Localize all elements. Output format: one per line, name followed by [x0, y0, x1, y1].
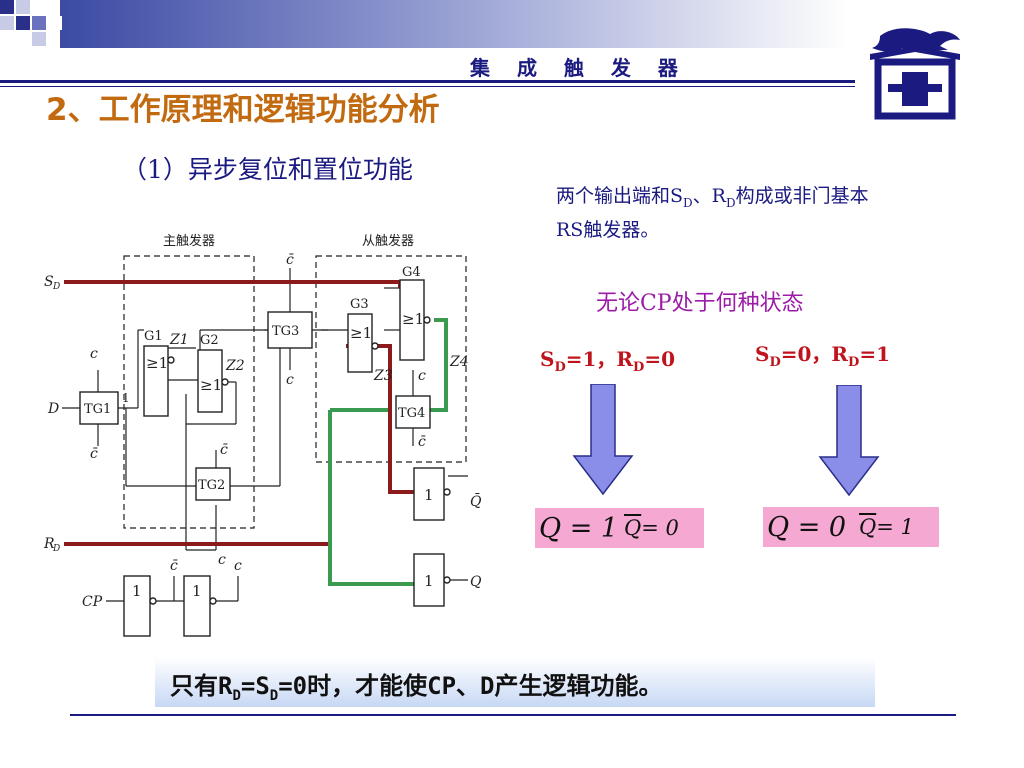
svg-text:c: c: [418, 368, 426, 384]
svg-text:R: R: [43, 536, 55, 552]
svg-text:c̄: c̄: [220, 442, 228, 458]
svg-text:Z4: Z4: [449, 354, 469, 370]
gate-g1: [143, 345, 169, 417]
svg-text:G2: G2: [200, 333, 219, 348]
case-1-q-value: Q = 1: [535, 508, 627, 548]
green-z4-wire: [430, 318, 448, 412]
svg-text:Z3: Z3: [373, 368, 393, 384]
svg-text:G4: G4: [402, 265, 421, 280]
svg-text:≥1: ≥1: [402, 310, 424, 328]
svg-text:TG4: TG4: [398, 406, 425, 421]
svg-text:1: 1: [122, 391, 130, 405]
gate-g2: [197, 349, 223, 413]
svg-text:D: D: [52, 282, 60, 292]
svg-text:Q: Q: [470, 574, 482, 590]
description-text: 两个输出端和SD、RD构成或非门基本RS触发器。: [556, 185, 869, 241]
down-arrow-icon: [572, 384, 634, 496]
svg-text:≥1: ≥1: [146, 354, 168, 372]
svg-text:Z2: Z2: [225, 358, 245, 374]
master-flipflop-box: [123, 255, 255, 529]
svg-text:TG2: TG2: [198, 478, 225, 493]
svg-text:≥1: ≥1: [350, 324, 372, 342]
footer-rule: [70, 714, 956, 716]
note-text: 只有RD=SD=0时，才能使CP、D产生逻辑功能。: [170, 672, 663, 704]
svg-text:c: c: [286, 372, 294, 388]
slave-flipflop-label: 从触发器: [362, 233, 414, 249]
svg-text:Q̄: Q̄: [470, 492, 482, 510]
header-title: 集 成 触 发 器: [470, 56, 688, 80]
svg-text:≥1: ≥1: [200, 376, 222, 394]
case-1-qbar-value: Q = 0: [620, 508, 704, 548]
sd-wire: [64, 280, 402, 288]
dragon-book-logo-icon: [870, 28, 960, 120]
svg-text:G3: G3: [350, 297, 369, 312]
svg-text:TG3: TG3: [272, 324, 299, 339]
not-gate-cp-2: [183, 575, 211, 637]
svg-text:c: c: [218, 552, 226, 568]
green-q-wire: [328, 410, 414, 586]
master-slave-flipflop-circuit: 主触发器 从触发器: [43, 233, 482, 637]
tgate-tg4: [395, 395, 431, 429]
svg-text:c̄: c̄: [170, 558, 178, 574]
header-gradient-band: [60, 0, 850, 48]
corner-squares-icon: [0, 0, 62, 46]
case-1-label: SD=1，RD=0: [540, 347, 676, 375]
master-flipflop-label: 主触发器: [163, 233, 215, 249]
tgate-tg3: [267, 311, 313, 349]
svg-text:1: 1: [424, 486, 434, 504]
case-2-label: SD=0，RD=1: [755, 342, 891, 370]
gate-g3: [347, 313, 373, 373]
slide-title: 2、工作原理和逻辑功能分析: [46, 92, 440, 128]
tgate-tg2: [195, 467, 231, 501]
svg-text:TG1: TG1: [84, 402, 111, 417]
note-box: [155, 657, 875, 707]
svg-text:CP: CP: [82, 594, 103, 610]
svg-text:G1: G1: [144, 329, 163, 344]
svg-text:c: c: [90, 346, 98, 362]
svg-text:S: S: [44, 274, 54, 290]
case-2-q-value: Q = 0: [763, 507, 861, 547]
svg-text:c̄: c̄: [90, 446, 98, 462]
condition-text: 无论CP处于何种状态: [596, 291, 804, 316]
header-rule-thin: [0, 86, 855, 87]
not-gate-cp-1: [123, 575, 151, 637]
svg-text:D: D: [47, 401, 59, 417]
svg-text:1: 1: [132, 582, 142, 600]
svg-text:Z1: Z1: [169, 332, 189, 348]
svg-text:c̄: c̄: [286, 252, 294, 268]
svg-text:c̄: c̄: [418, 434, 426, 450]
header-rule: [0, 80, 855, 83]
tgate-tg1: [79, 391, 119, 425]
svg-text:c: c: [234, 558, 242, 574]
svg-text:D: D: [52, 544, 60, 554]
section-subtitle: （1）异步复位和置位功能: [122, 155, 413, 184]
case-2-qbar-value: Q = 1: [855, 507, 939, 547]
svg-text:1: 1: [424, 572, 434, 590]
down-arrow-icon: [818, 385, 880, 497]
svg-text:1: 1: [192, 582, 202, 600]
